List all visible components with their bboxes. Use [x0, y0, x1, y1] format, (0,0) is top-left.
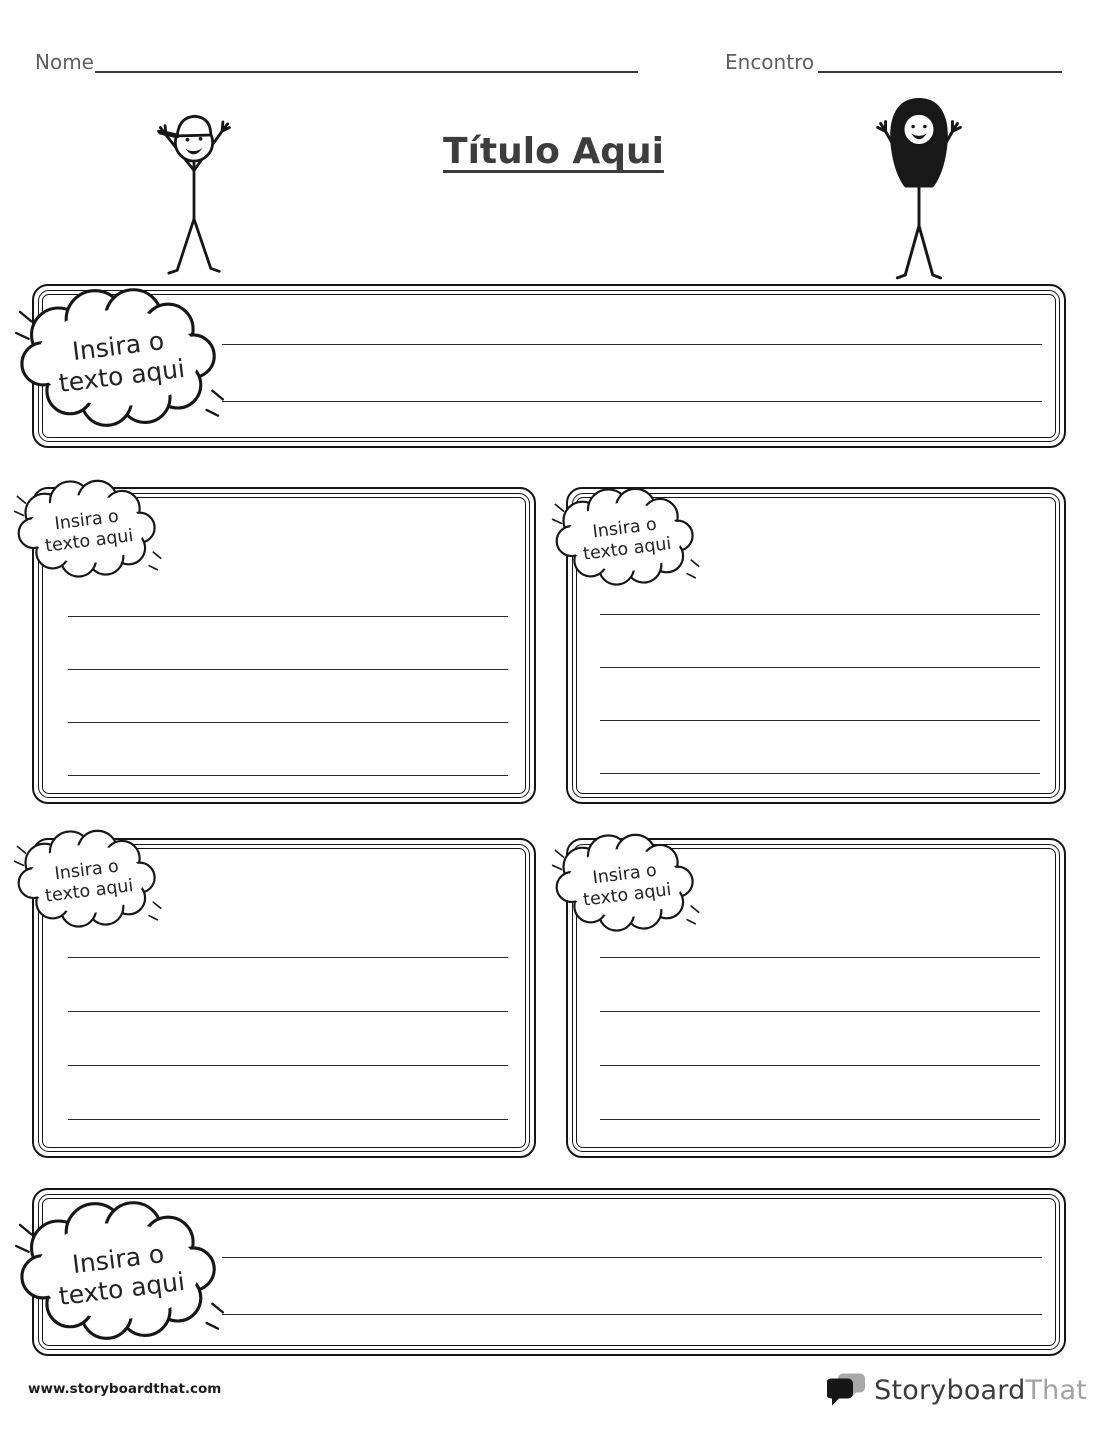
- writing-line: [600, 667, 1040, 668]
- logo-text-that: That: [1025, 1375, 1087, 1406]
- frame-border-inner: [42, 848, 526, 1148]
- writing-line: [222, 1314, 1042, 1315]
- frame-border: [572, 844, 1060, 1152]
- writing-line: [68, 957, 508, 958]
- writing-line: [68, 775, 508, 776]
- frame-border-inner: [42, 497, 526, 794]
- storyboardthat-logo: StoryboardThat: [827, 1372, 1087, 1409]
- frame-border: [38, 844, 530, 1152]
- writing-line: [222, 1257, 1042, 1258]
- text-bubble-middle-left[interactable]: Insira o texto aqui: [12, 476, 164, 582]
- date-label: Encontro: [725, 50, 815, 74]
- logo-text: StoryboardThat: [874, 1375, 1087, 1406]
- writing-line: [600, 720, 1040, 721]
- text-bubble-middle-right[interactable]: Insira o texto aqui: [550, 484, 702, 590]
- frame-border: [572, 493, 1060, 798]
- text-bubble-top[interactable]: Insira o texto aqui: [14, 283, 226, 433]
- text-bubble-bottom[interactable]: Insira o texto aqui: [14, 1196, 226, 1346]
- writing-line: [600, 1119, 1040, 1120]
- text-bubble-lower-left[interactable]: Insira o texto aqui: [12, 826, 164, 932]
- writing-line: [68, 616, 508, 617]
- page-title[interactable]: Título Aqui: [0, 131, 1107, 172]
- writing-line: [600, 957, 1040, 958]
- stick-figure-boy-icon: [138, 96, 250, 286]
- writing-line: [222, 344, 1042, 345]
- logo-text-storyboard: Storyboard: [874, 1375, 1026, 1406]
- frame-border-inner: [576, 497, 1056, 794]
- name-label: Nome: [35, 50, 94, 74]
- writing-line: [68, 1011, 508, 1012]
- frame-border-inner: [576, 848, 1056, 1148]
- writing-line: [600, 614, 1040, 615]
- writing-line: [222, 401, 1042, 402]
- writing-line: [600, 773, 1040, 774]
- date-write-line: [818, 71, 1062, 73]
- website-url: www.storyboardthat.com: [28, 1381, 222, 1397]
- name-write-line: [95, 71, 638, 73]
- writing-line: [600, 1065, 1040, 1066]
- writing-line: [600, 1011, 1040, 1012]
- stick-figure-girl-icon: [860, 86, 978, 283]
- frame-border: [38, 493, 530, 798]
- page-title-text: Título Aqui: [443, 131, 664, 172]
- speech-bubbles-logo-icon: [827, 1372, 867, 1409]
- writing-line: [68, 1065, 508, 1066]
- writing-line: [68, 669, 508, 670]
- writing-line: [68, 722, 508, 723]
- writing-line: [68, 1119, 508, 1120]
- text-bubble-lower-right[interactable]: Insira o texto aqui: [550, 830, 702, 936]
- text-box-middle-right: [566, 487, 1066, 804]
